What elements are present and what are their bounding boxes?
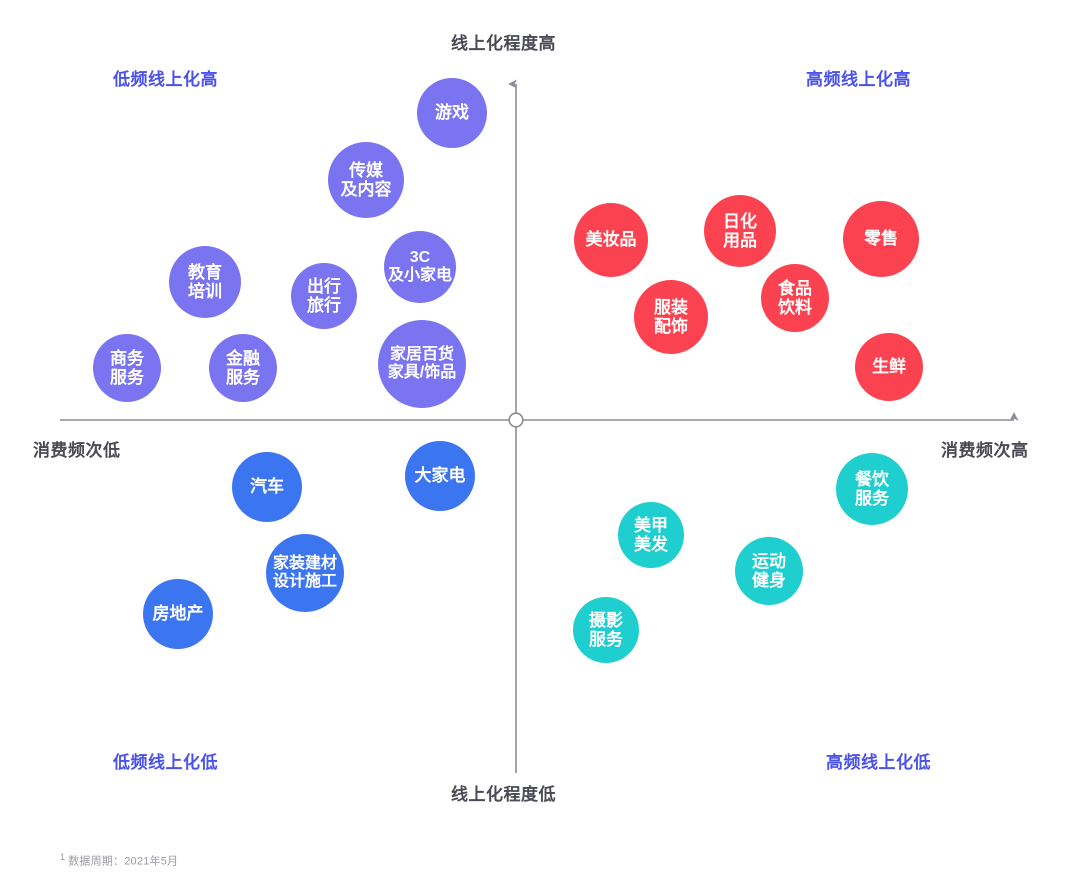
origin-circle <box>508 412 524 428</box>
bubble[interactable]: 美妆品 <box>574 203 648 277</box>
x-axis-low-label: 消费频次低 <box>33 441 121 460</box>
bubble[interactable]: 汽车 <box>232 452 302 522</box>
bubble[interactable]: 大家电 <box>405 441 475 511</box>
bubble[interactable]: 生鲜 <box>855 333 923 401</box>
quadrant-label-top-left: 低频线上化高 <box>113 70 218 89</box>
bubble-label: 房地产 <box>152 604 204 624</box>
footnote-text: 数据周期：2021年5月 <box>68 855 179 868</box>
bubble[interactable]: 家居百货 家具/饰品 <box>378 320 466 408</box>
bubble[interactable]: 美甲 美发 <box>618 502 684 568</box>
bubble-label: 美甲 美发 <box>634 515 668 554</box>
bubble[interactable]: 服装 配饰 <box>634 280 708 354</box>
bubble-label: 生鲜 <box>872 357 906 377</box>
bubble[interactable]: 出行 旅行 <box>291 263 357 329</box>
bubble[interactable]: 餐饮 服务 <box>836 453 908 525</box>
bubble[interactable]: 游戏 <box>417 78 487 148</box>
bubble-label: 美妆品 <box>585 230 637 250</box>
y-axis-high-label: 线上化程度高 <box>451 34 556 53</box>
quadrant-label-bottom-left: 低频线上化低 <box>113 753 218 772</box>
bubble-label: 汽车 <box>250 477 284 497</box>
bubble-label: 金融 服务 <box>226 348 260 387</box>
bubble-label: 大家电 <box>414 466 466 486</box>
bubble-label: 游戏 <box>435 103 469 123</box>
bubble-label: 日化 用品 <box>723 211 757 250</box>
bubble[interactable]: 零售 <box>843 201 919 277</box>
bubble-label: 出行 旅行 <box>307 276 341 315</box>
bubble-label: 食品 饮料 <box>778 278 812 317</box>
bubble[interactable]: 教育 培训 <box>169 246 241 318</box>
bubble[interactable]: 金融 服务 <box>209 334 277 402</box>
x-axis-high-label: 消费频次高 <box>941 441 1029 460</box>
bubble[interactable]: 3C 及小家电 <box>384 231 456 303</box>
bubble-label: 摄影 服务 <box>589 610 623 649</box>
bubble-label: 家居百货 家具/饰品 <box>387 346 457 381</box>
y-axis-low-label: 线上化程度低 <box>451 785 556 804</box>
bubble-label: 零售 <box>864 229 898 249</box>
bubble[interactable]: 摄影 服务 <box>573 597 639 663</box>
bubble[interactable]: 商务 服务 <box>93 334 161 402</box>
bubble-label: 家装建材 设计施工 <box>272 555 337 590</box>
bubble[interactable]: 日化 用品 <box>704 195 776 267</box>
bubble[interactable]: 传媒 及内容 <box>328 142 404 218</box>
bubble-label: 运动 健身 <box>752 551 786 590</box>
footnote-marker: 1 <box>60 852 66 862</box>
bubble-label: 教育 培训 <box>188 262 222 301</box>
bubble-label: 传媒 及内容 <box>340 160 392 199</box>
bubble-label: 服装 配饰 <box>654 297 688 336</box>
bubble[interactable]: 家装建材 设计施工 <box>266 534 344 612</box>
bubble-label: 餐饮 服务 <box>855 469 889 508</box>
bubble-label: 3C 及小家电 <box>387 249 452 284</box>
bubble-label: 商务 服务 <box>110 348 144 387</box>
quadrant-label-top-right: 高频线上化高 <box>806 70 911 89</box>
bubble[interactable]: 房地产 <box>143 579 213 649</box>
quadrant-label-bottom-right: 高频线上化低 <box>826 753 931 772</box>
bubble[interactable]: 运动 健身 <box>735 537 803 605</box>
bubble[interactable]: 食品 饮料 <box>761 264 829 332</box>
